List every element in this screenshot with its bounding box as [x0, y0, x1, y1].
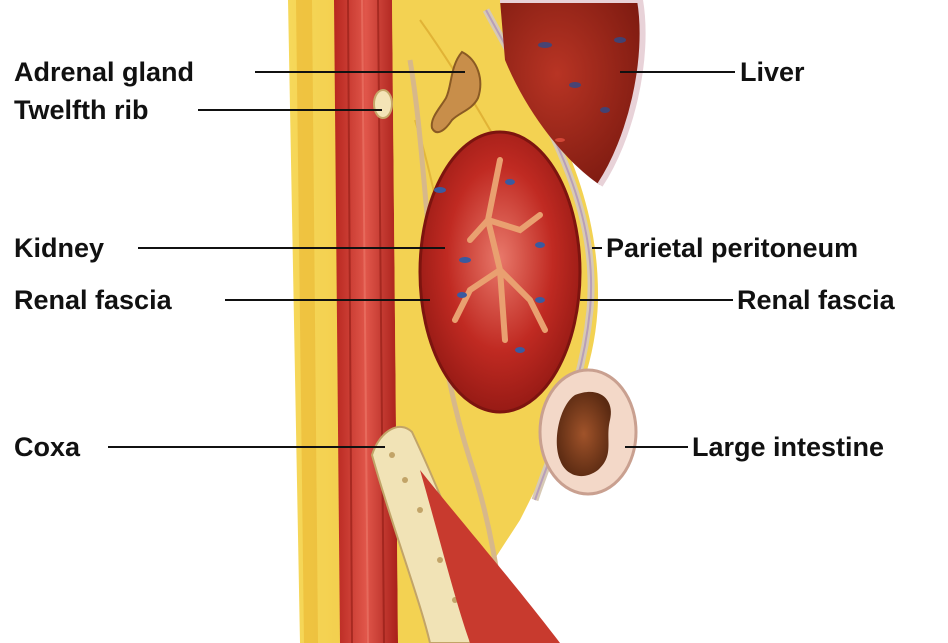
label-twelfth-rib: Twelfth rib: [14, 95, 149, 125]
label-renal-fascia-left: Renal fascia: [14, 285, 172, 315]
label-coxa: Coxa: [14, 432, 80, 462]
label-large-intestine: Large intestine: [692, 432, 884, 462]
twelfth-rib: [374, 90, 392, 118]
label-parietal-peritoneum: Parietal peritoneum: [606, 233, 858, 263]
kidney: [420, 132, 580, 412]
large-intestine: [540, 370, 636, 494]
label-renal-fascia-right: Renal fascia: [737, 285, 895, 315]
label-liver: Liver: [740, 57, 805, 87]
label-kidney: Kidney: [14, 233, 104, 263]
label-adrenal-gland: Adrenal gland: [14, 57, 194, 87]
